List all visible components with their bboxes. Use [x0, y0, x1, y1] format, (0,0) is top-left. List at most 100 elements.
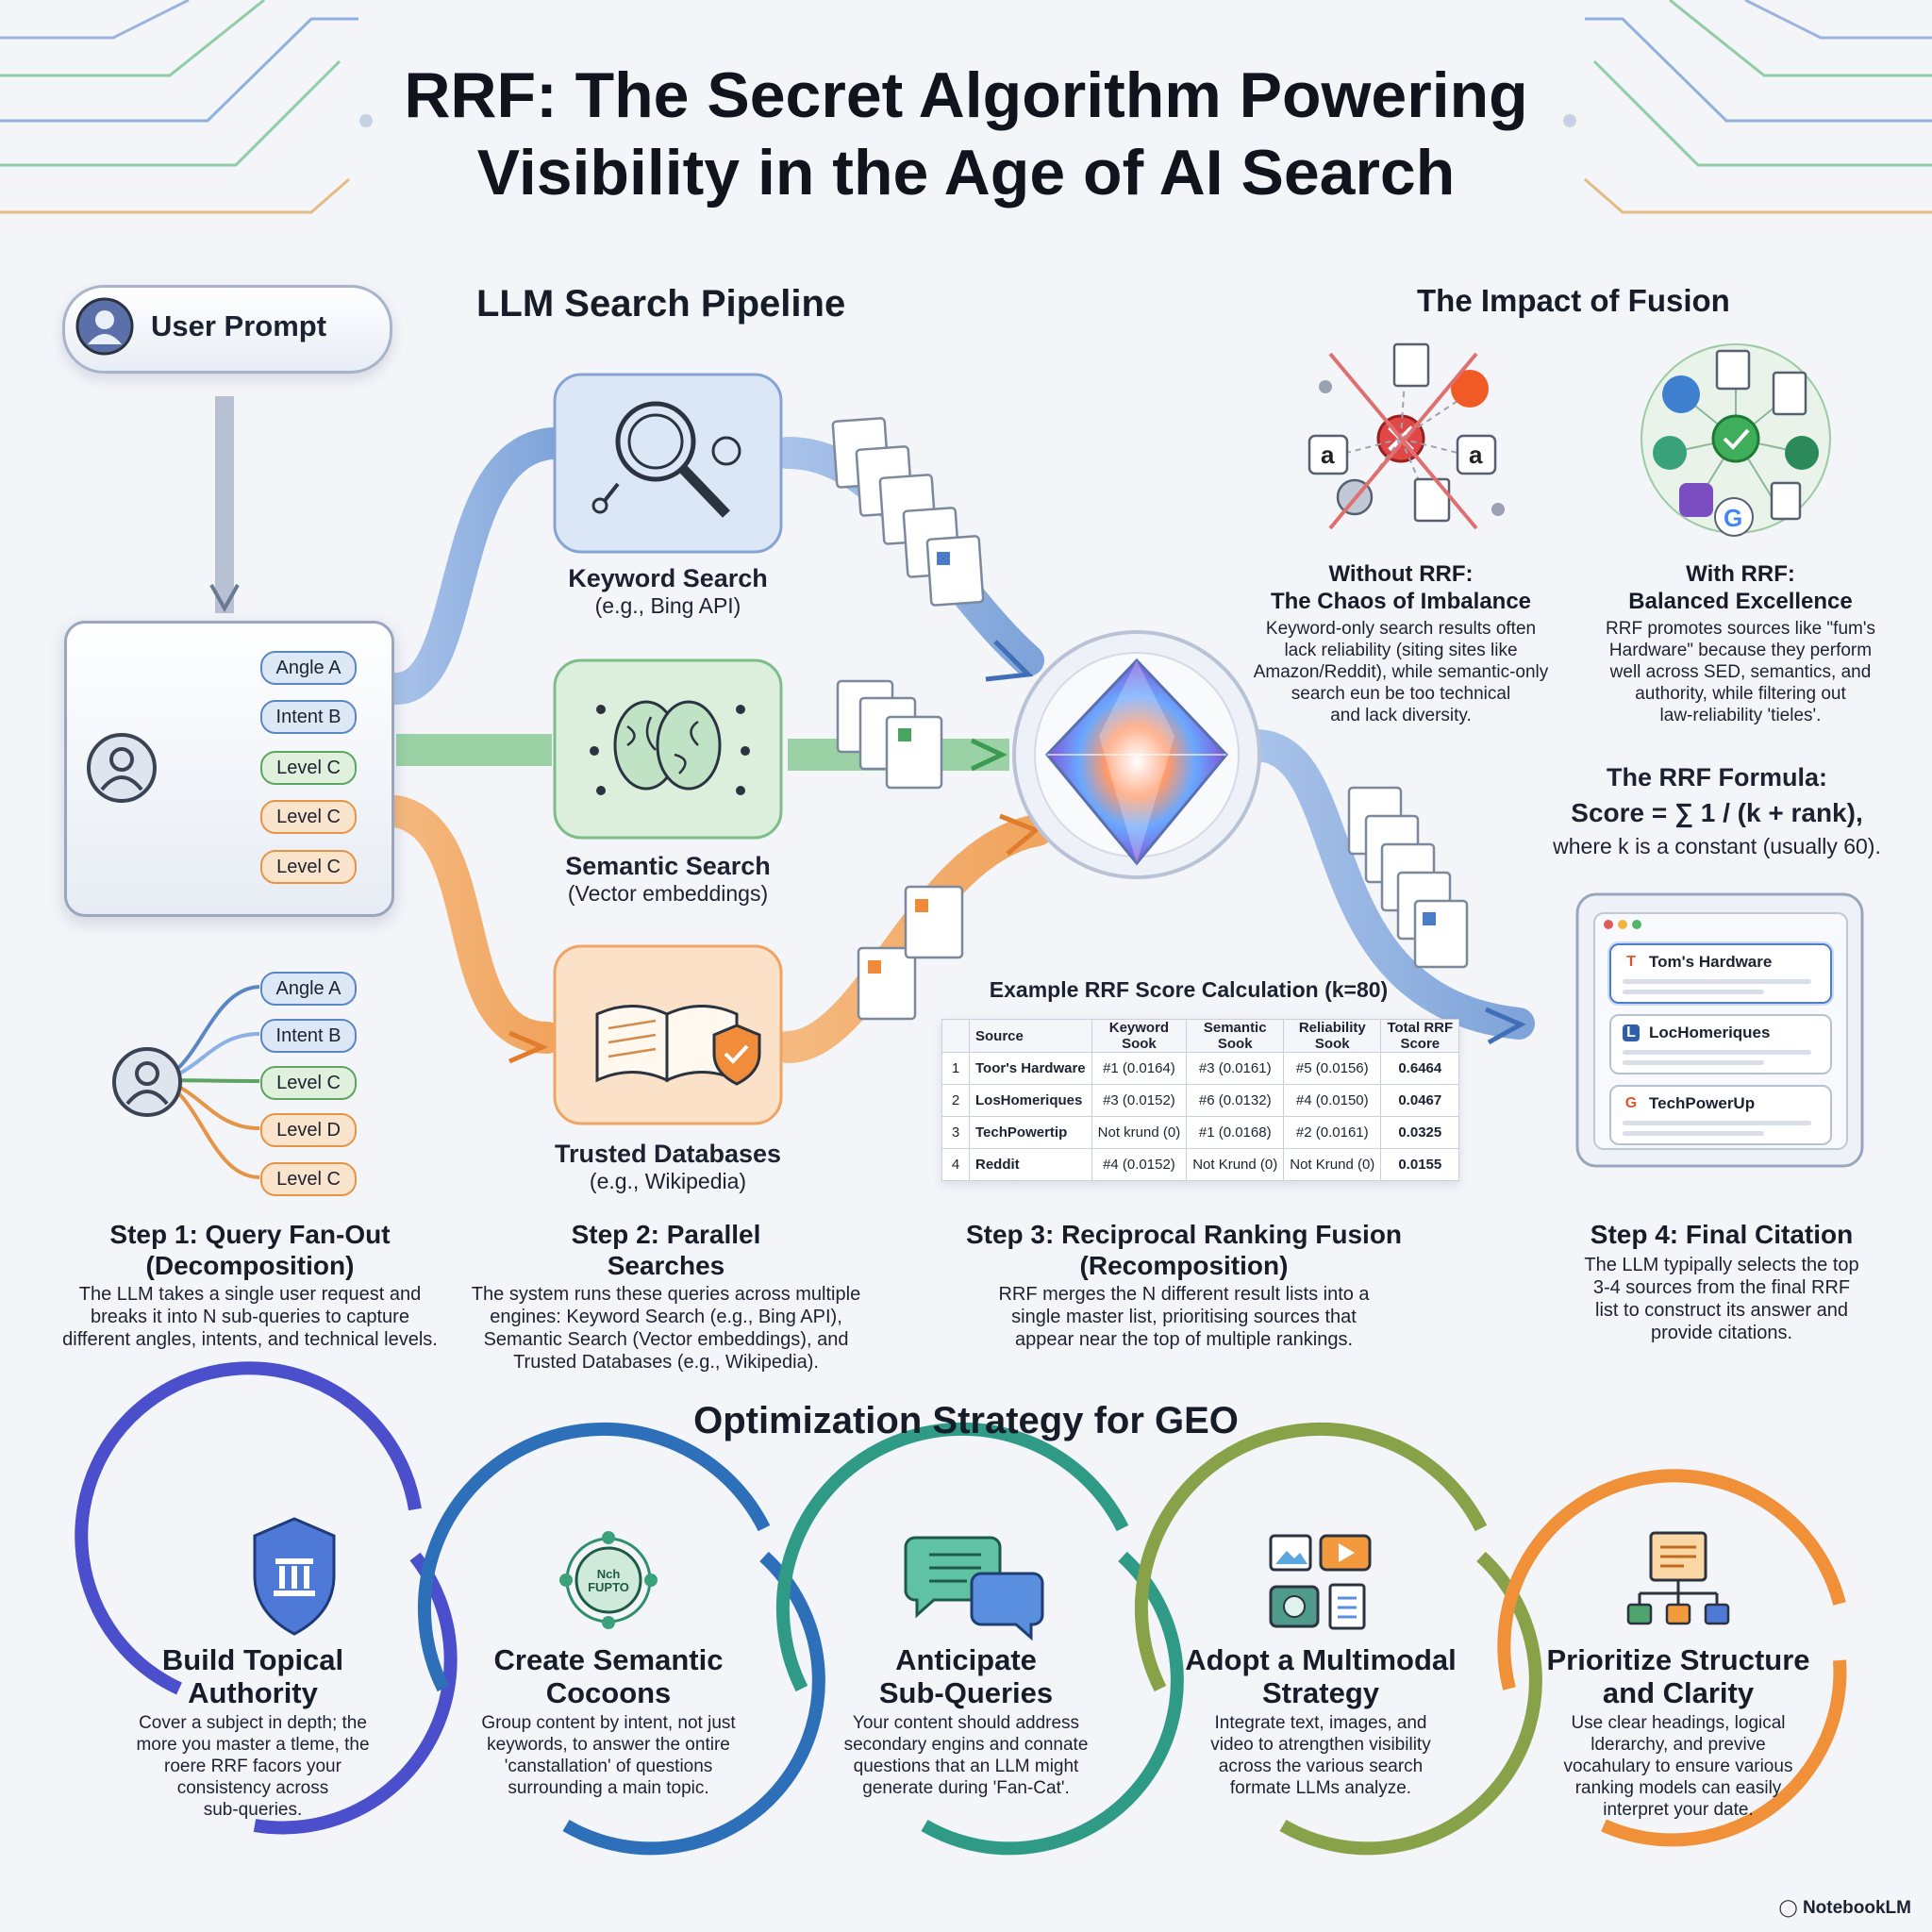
step-3: Step 3: Reciprocal Ranking Fusion (Recom… — [948, 1219, 1420, 1351]
table-cell: #4 (0.0152) — [1091, 1148, 1188, 1181]
without-rrf-line: search eun be too technical — [1291, 684, 1511, 704]
table-cell: Reddit — [969, 1148, 1092, 1181]
strategy-body-line: secondary engins and connate — [843, 1735, 1089, 1755]
strategy-body-line: vocahulary to ensure various — [1563, 1757, 1793, 1776]
table-cell: 2 — [941, 1084, 970, 1117]
strategy-title: and Clarity — [1602, 1676, 1755, 1709]
step-body-line: 3-4 sources from the final RRF — [1592, 1277, 1851, 1298]
citation-item[interactable]: G TechPowerUp — [1609, 1085, 1832, 1145]
brand-label: NotebookLM — [1802, 1898, 1911, 1918]
user-prompt-label: User Prompt — [151, 309, 327, 342]
step-4: Step 4: Final Citation The LLM typipally… — [1547, 1219, 1896, 1344]
svg-text:a: a — [1321, 441, 1335, 469]
step-body: The LLM typipally selects the top 3-4 so… — [1547, 1254, 1896, 1344]
table-cell: #5 (0.0156) — [1283, 1052, 1382, 1085]
strategy-body-line: Your content should address — [852, 1713, 1080, 1733]
title-line-1: RRF: The Secret Algorithm Powering — [404, 59, 1528, 131]
strategy-item: Create Semantic Cocoons Group content by… — [458, 1643, 759, 1799]
with-rrf-title-1: With RRF: — [1686, 561, 1795, 587]
table-cell: Not krund (0) — [1091, 1116, 1188, 1149]
placeholder-line — [1623, 979, 1811, 984]
step-1: Step 1: Query Fan-Out (Decomposition) Th… — [38, 1219, 462, 1351]
with-rrf-line: law-reliability 'tieles'. — [1659, 706, 1822, 725]
keyword-search-sub: (e.g., Bing API) — [594, 593, 741, 618]
without-rrf-block: Without RRF: The Chaos of Imbalance Keyw… — [1236, 560, 1566, 726]
placeholder-line — [1623, 1121, 1811, 1125]
strategy-title: Create Semantic — [493, 1643, 724, 1676]
strategy-body-line: more you master a tleme, the — [136, 1735, 370, 1755]
book-shield-icon — [595, 1005, 761, 1086]
keyword-search-label: Keyword Search — [568, 564, 768, 592]
brain-icon — [590, 700, 750, 795]
table-cell: 4 — [941, 1148, 970, 1181]
cocoon-icon-text-line: FUPTO — [588, 1580, 629, 1594]
step-title: (Decomposition) — [145, 1251, 355, 1280]
citation-item[interactable]: L LocHomeriques — [1609, 1014, 1832, 1074]
rrf-formula-note: where k is a constant (usually 60). — [1553, 834, 1881, 858]
step-title: (Recomposition) — [1079, 1251, 1289, 1280]
table-header: Total RRF Score — [1380, 1019, 1460, 1053]
table-cell: #3 (0.0161) — [1186, 1052, 1285, 1085]
strategy-body-line: ranking models can easily — [1574, 1778, 1782, 1798]
table-cell: #2 (0.0161) — [1283, 1116, 1382, 1149]
step-body-line: Semantic Search (Vector embeddings), and — [483, 1329, 849, 1350]
with-rrf-body: RRF promotes sources like "fum's Hardwar… — [1571, 618, 1910, 726]
placeholder-line — [1623, 1050, 1811, 1055]
keyword-search-caption: Keyword Search (e.g., Bing API) — [509, 564, 826, 619]
strategy-body: Group content by intent, not just keywor… — [458, 1712, 759, 1799]
placeholder-line — [1623, 1131, 1764, 1136]
with-rrf-title-2: Balanced Excellence — [1628, 589, 1853, 614]
subquery-tag: Level C — [260, 751, 357, 785]
subquery-tag: Intent B — [260, 1019, 357, 1053]
notebooklm-logo-icon: ◯ — [1778, 1898, 1798, 1917]
table-row: 2 LosHomeriques #3 (0.0152) #6 (0.0132) … — [941, 1084, 1460, 1117]
strategy-body: Your content should address secondary en… — [817, 1712, 1115, 1799]
authority-shield-icon — [253, 1517, 336, 1636]
table-cell: #4 (0.0150) — [1283, 1084, 1382, 1117]
svg-text:G: G — [1724, 504, 1742, 532]
step-title: Step 4: Final Citation — [1590, 1220, 1854, 1249]
strategy-title: Build Topical — [161, 1643, 344, 1676]
rrf-score-table: Source Keyword Sook Semantic Sook Reliab… — [941, 1019, 1460, 1181]
semantic-cocoon-icon — [559, 1531, 658, 1629]
placeholder-line — [1623, 1060, 1764, 1065]
strategy-title: Sub-Queries — [878, 1676, 1054, 1709]
strategy-body-line: Integrate text, images, and — [1214, 1713, 1427, 1733]
table-header: Semantic Sook — [1186, 1019, 1285, 1053]
main-title: RRF: The Secret Algorithm Powering Visib… — [283, 57, 1649, 211]
table-cell: LosHomeriques — [969, 1084, 1092, 1117]
step-body-line: RRF merges the N different result lists … — [998, 1284, 1370, 1305]
table-cell: 3 — [941, 1116, 970, 1149]
strategy-body-line: Group content by intent, not just — [481, 1713, 736, 1733]
citation-item[interactable]: T Tom's Hardware — [1609, 943, 1832, 1004]
without-rrf-title-1: Without RRF: — [1328, 561, 1474, 587]
without-rrf-line: lack reliability (siting sites like — [1284, 641, 1518, 660]
step-title: Step 3: Reciprocal Ranking Fusion — [965, 1220, 1403, 1249]
step-2: Step 2: Parallel Searches The system run… — [451, 1219, 881, 1374]
multimodal-media-icon — [1269, 1534, 1372, 1630]
table-cell: #1 (0.0164) — [1091, 1052, 1188, 1085]
strategy-body-line: consistency across — [176, 1778, 329, 1798]
subquery-tag: Level C — [260, 1162, 357, 1196]
semantic-search-label: Semantic Search — [565, 852, 771, 880]
pipeline-heading: LLM Search Pipeline — [476, 283, 846, 325]
title-line-2: Visibility in the Age of AI Search — [476, 137, 1456, 208]
fanout-user-icon — [87, 733, 157, 803]
table-caption: Example RRF Score Calculation (k=80) — [989, 977, 1389, 1002]
strategy-body-line: Use clear headings, logical — [1571, 1713, 1786, 1733]
table-header: Keyword Sook — [1091, 1019, 1188, 1053]
citation-label: TechPowerUp — [1649, 1094, 1756, 1112]
step-body-line: breaks it into N sub-queries to capture — [91, 1307, 409, 1327]
step-body-line: The LLM typipally selects the top — [1584, 1255, 1859, 1275]
step-title: Step 1: Query Fan-Out — [109, 1220, 391, 1249]
strategy-body-line: formate LLMs analyze. — [1229, 1778, 1412, 1798]
strategy-body-line: Cover a subject in depth; the — [139, 1713, 367, 1733]
strategy-body-line: roere RRF facors your — [164, 1757, 341, 1776]
strategy-body-line: surrounding a main topic. — [508, 1778, 709, 1798]
with-rrf-line: well across SED, semantics, and — [1609, 662, 1872, 682]
placeholder-line — [1623, 990, 1764, 994]
table-header: Source — [969, 1019, 1092, 1053]
rrf-formula-heading: The RRF Formula: — [1607, 763, 1827, 791]
cocoon-icon-text-line: Nch — [596, 1567, 621, 1581]
rrf-formula-equation: Score = ∑ 1 / (k + rank), — [1571, 798, 1863, 827]
